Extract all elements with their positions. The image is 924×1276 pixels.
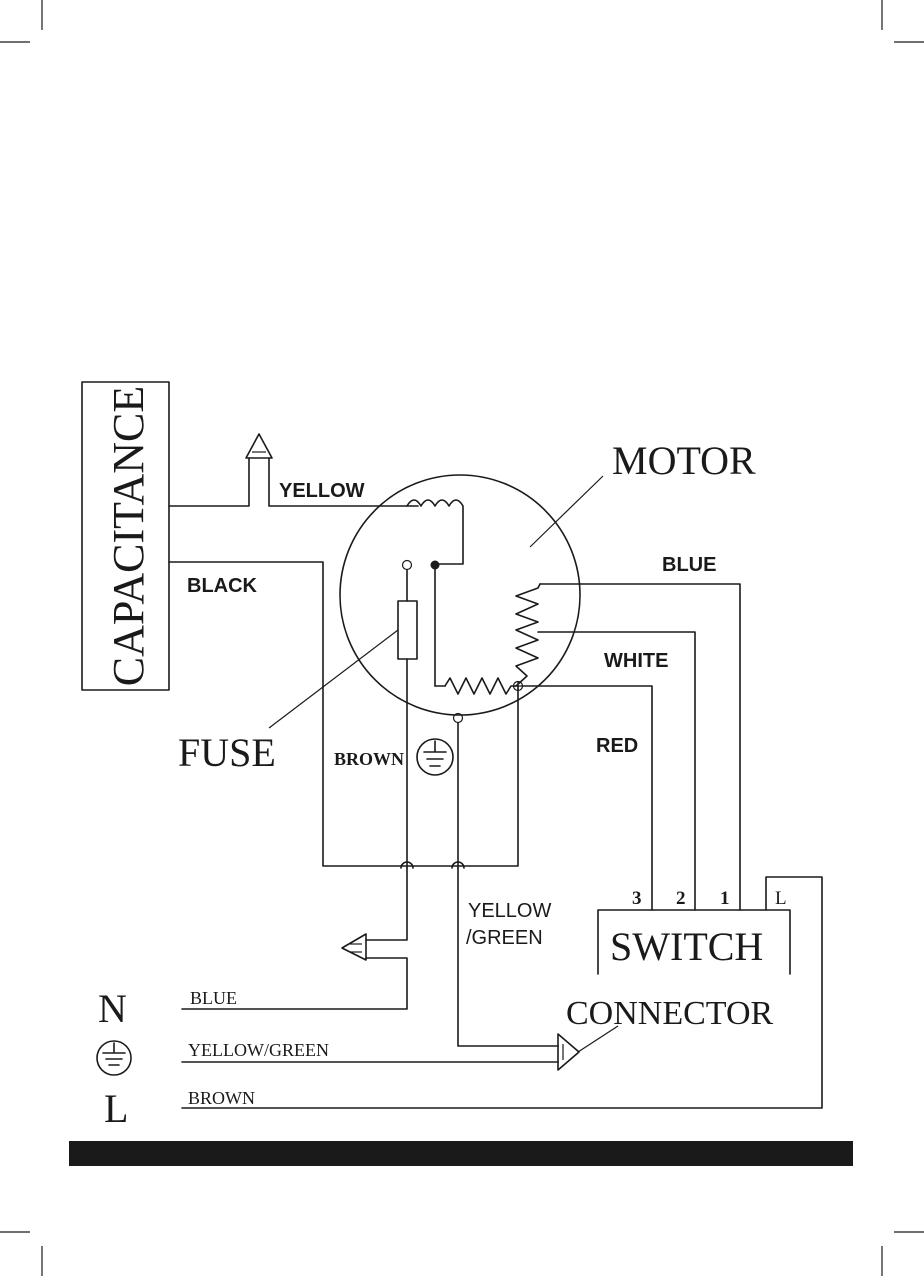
fuse-element [398,601,417,659]
live-symbol: L [104,1086,128,1131]
black-wire [169,562,518,866]
capacitance-label: CAPACITANCE [104,386,153,686]
fuse-label: FUSE [178,730,276,775]
brown-wire-label: BROWN [334,749,404,769]
switch-label: SWITCH [610,924,763,969]
earth-connector [558,1034,579,1070]
plug-connector-icon [342,934,366,960]
black-wire-label: BLACK [187,575,258,597]
blue-wire [540,584,740,910]
red-wire [522,686,652,910]
yellow-green-label-line1: YELLOW [468,900,551,922]
white-wire [538,632,695,910]
earth-wire-label: YELLOW/GREEN [188,1040,329,1060]
switch-terminal-2: 2 [676,888,686,909]
neutral-symbol: N [98,986,127,1031]
earth-ground-icon [417,739,453,775]
neutral-wire-label: BLUE [190,988,237,1008]
fuse-leader [269,630,398,728]
motor-circle [340,475,580,715]
coil-icon [407,500,463,564]
switch-terminal-L: L [775,888,787,909]
switch-terminal-1: 1 [720,888,730,909]
yellow-green-label-line2: /GREEN [466,927,543,949]
red-wire-label: RED [596,735,638,757]
footer-bar [69,1141,853,1166]
fuse-terminal [403,561,412,570]
yellow-wire-label: YELLOW [279,480,365,502]
blue-wire-label: BLUE [662,554,716,576]
white-wire-label: WHITE [604,650,668,672]
motor-label: MOTOR [612,438,756,483]
motor-leader [530,476,603,547]
resistor-zigzag-icon [445,678,516,694]
mains-earth-icon [97,1041,131,1075]
vertical-winding [516,584,540,686]
connector-label: CONNECTOR [566,995,773,1032]
live-wire-label: BROWN [188,1088,255,1108]
switch-terminal-3: 3 [632,888,642,909]
